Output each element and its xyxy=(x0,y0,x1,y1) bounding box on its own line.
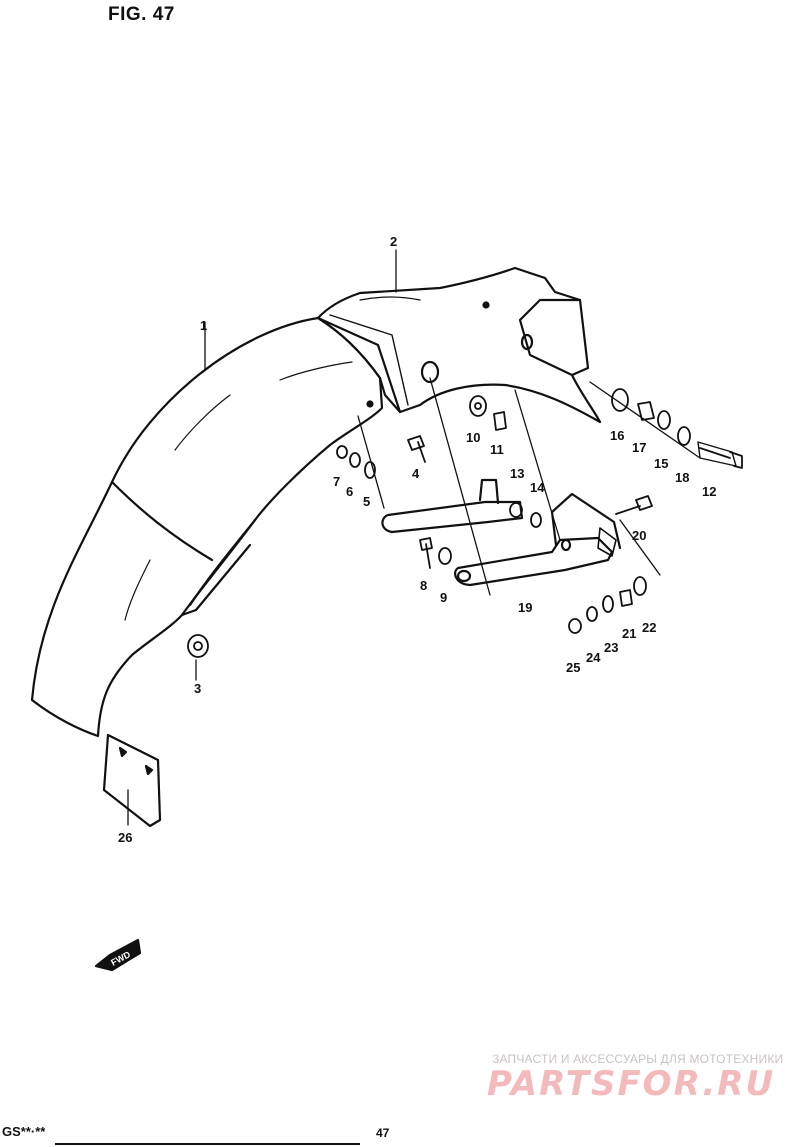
part-8-bolt xyxy=(419,537,433,569)
part-3-collar xyxy=(187,634,209,658)
part-11-spacer xyxy=(493,411,507,431)
watermark-tagline: ЗАПЧАСТИ И АКСЕССУАРЫ ДЛЯ МОТОТЕХНИКИ xyxy=(492,1052,784,1066)
callout-16: 16 xyxy=(610,428,624,443)
leader-lines xyxy=(127,249,701,826)
callout-20: 20 xyxy=(632,528,646,543)
part-6-washer xyxy=(349,452,361,468)
part-4-bolt xyxy=(407,435,426,463)
callout-12: 12 xyxy=(702,484,716,499)
watermark-logo: PARTSFOR.RU xyxy=(487,1064,776,1104)
part-25-nut xyxy=(568,618,582,634)
callout-21: 21 xyxy=(622,626,636,641)
fwd-arrow-icon xyxy=(94,938,142,972)
part-7-nut xyxy=(336,445,348,459)
part-12-bolt xyxy=(697,441,743,469)
part-17-spacer xyxy=(637,401,655,421)
callout-24: 24 xyxy=(586,650,601,665)
callout-11: 11 xyxy=(490,442,504,457)
callout-19: 19 xyxy=(518,600,532,615)
figure-title: FIG. 47 xyxy=(108,4,175,25)
callout-labels: 1 2 3 4 5 6 7 8 9 10 11 12 13 14 15 16 1… xyxy=(118,234,716,845)
callout-22: 22 xyxy=(642,620,656,635)
callout-4: 4 xyxy=(412,466,420,481)
part-20-bolt xyxy=(615,495,653,515)
part-18-washer xyxy=(677,426,691,446)
callout-18: 18 xyxy=(675,470,689,485)
callout-17: 17 xyxy=(632,440,646,455)
callout-23: 23 xyxy=(604,640,618,655)
model-code: GS**·** xyxy=(2,1124,46,1139)
callout-8: 8 xyxy=(420,578,427,593)
part-10-cushion xyxy=(469,395,487,417)
callout-5: 5 xyxy=(363,494,370,509)
part-26-reflector xyxy=(102,733,162,828)
callout-3: 3 xyxy=(194,681,201,696)
part-16-cushion xyxy=(611,388,629,412)
callout-14: 14 xyxy=(530,480,545,495)
callout-7: 7 xyxy=(333,474,340,489)
part-13-nut xyxy=(509,502,523,518)
part-23-washer xyxy=(602,595,614,613)
part-9-washer xyxy=(438,547,452,565)
part-14-washer xyxy=(530,512,542,528)
callout-10: 10 xyxy=(466,430,480,445)
fasteners xyxy=(187,388,743,658)
part-2-fender-front-section xyxy=(316,266,602,424)
part-1-rear-fender xyxy=(30,316,384,738)
part-24-washer xyxy=(586,606,598,622)
callout-1: 1 xyxy=(200,318,207,333)
part-22-washer xyxy=(633,576,647,596)
part-15-washer xyxy=(657,410,671,430)
callout-6: 6 xyxy=(346,484,353,499)
callout-15: 15 xyxy=(654,456,668,471)
callout-2: 2 xyxy=(390,234,397,249)
part-21-spacer xyxy=(619,589,633,607)
callout-25: 25 xyxy=(566,660,580,675)
part-19-bracket xyxy=(381,478,622,587)
part-5-washer xyxy=(364,461,376,479)
page-number: 47 xyxy=(376,1126,390,1140)
callout-13: 13 xyxy=(510,466,524,481)
callout-26: 26 xyxy=(118,830,132,845)
callout-9: 9 xyxy=(440,590,447,605)
